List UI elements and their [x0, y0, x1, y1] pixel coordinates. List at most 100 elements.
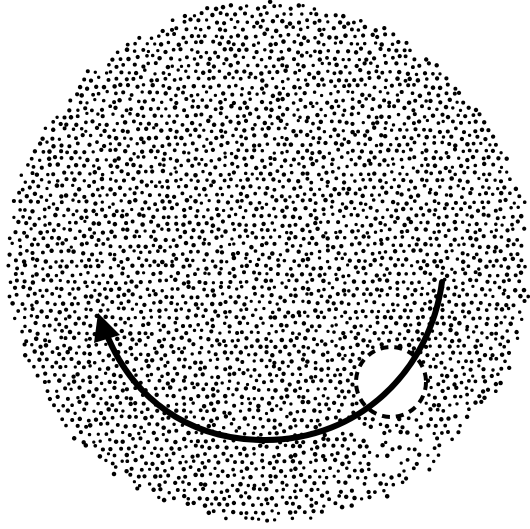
stipple-dot [170, 28, 174, 32]
stipple-dot [268, 56, 272, 60]
stipple-dot [294, 424, 297, 427]
stipple-dot [281, 495, 284, 498]
stipple-dot [245, 4, 248, 7]
stipple-dot [330, 324, 333, 327]
stipple-dot [428, 300, 432, 304]
stipple-dot [514, 273, 518, 277]
stipple-dot [192, 84, 197, 89]
stipple-dot [95, 126, 99, 130]
stipple-dot [177, 347, 180, 350]
stipple-dot [423, 302, 427, 306]
stipple-dot [222, 339, 226, 343]
stipple-dot [113, 222, 118, 227]
stipple-dot [167, 86, 171, 90]
stipple-dot [356, 270, 360, 274]
stipple-dot [203, 482, 208, 487]
stipple-dot [485, 251, 489, 255]
stipple-dot [367, 235, 371, 239]
stipple-dot [159, 329, 162, 332]
stipple-dot [452, 292, 456, 296]
stipple-dot [144, 170, 148, 174]
stipple-dot [317, 150, 322, 155]
stipple-dot [190, 440, 193, 443]
stipple-dot [134, 373, 138, 377]
stipple-dot [269, 101, 273, 105]
stipple-dot [292, 57, 296, 61]
stipple-dot [190, 178, 193, 181]
stipple-dot [56, 242, 60, 246]
stipple-dot [217, 199, 221, 203]
stipple-dot [357, 155, 361, 159]
stipple-dot [503, 359, 507, 363]
stipple-dot [88, 364, 91, 367]
stipple-dot [96, 299, 100, 303]
stipple-dot [263, 48, 266, 51]
stipple-dot [213, 309, 217, 313]
stipple-dot [278, 235, 281, 238]
stipple-dot [186, 315, 190, 319]
stipple-dot [149, 78, 153, 82]
stipple-dot [239, 350, 243, 354]
stipple-dot [337, 251, 341, 255]
stipple-dot [126, 172, 130, 176]
stipple-dot [256, 7, 260, 11]
stipple-dot [82, 407, 86, 411]
stipple-dot [184, 41, 188, 45]
stipple-dot [250, 330, 254, 334]
stipple-dot [317, 141, 321, 145]
stipple-dot [250, 461, 254, 465]
stipple-dot [166, 186, 170, 190]
stipple-dot [160, 144, 164, 148]
stipple-dot [163, 50, 167, 54]
stipple-dot [170, 295, 174, 299]
stipple-dot [59, 249, 63, 253]
stipple-dot [339, 244, 343, 248]
stipple-dot [184, 70, 187, 73]
stipple-dot [336, 220, 340, 224]
stipple-dot [15, 293, 19, 297]
stipple-dot [317, 387, 320, 390]
stipple-dot [318, 250, 322, 254]
stipple-dot [457, 360, 460, 363]
stipple-dot [314, 397, 318, 401]
stipple-dot [428, 365, 432, 369]
stipple-dot [84, 209, 88, 213]
stipple-dot [215, 366, 219, 370]
stipple-dot [261, 253, 265, 257]
stipple-dot [344, 454, 349, 459]
stipple-dot [249, 201, 253, 205]
stipple-dot [114, 92, 118, 96]
stipple-dot [156, 454, 160, 458]
stipple-dot [240, 264, 244, 268]
stipple-dot [219, 267, 222, 270]
stipple-dot [218, 100, 223, 105]
stipple-dot [472, 330, 475, 333]
stipple-dot [354, 50, 358, 54]
stipple-dot [322, 504, 325, 507]
stipple-dot [461, 281, 465, 285]
stipple-dot [305, 280, 308, 283]
stipple-dot [419, 438, 422, 441]
stipple-dot [352, 279, 357, 284]
stipple-dot [114, 136, 119, 141]
stipple-dot [30, 209, 34, 213]
stipple-dot [403, 308, 407, 312]
stipple-dot [187, 64, 190, 67]
stipple-dot [314, 501, 318, 505]
stipple-dot [244, 119, 248, 123]
stipple-dot [114, 148, 118, 152]
stipple-dot [230, 351, 234, 355]
stipple-dot [434, 365, 438, 369]
stipple-dot [208, 85, 212, 89]
stipple-dot [511, 215, 515, 219]
stipple-dot [397, 143, 401, 147]
stipple-dot [173, 78, 177, 82]
stipple-dot [237, 121, 241, 125]
stipple-dot [188, 206, 192, 210]
stipple-dot [252, 416, 255, 419]
stipple-dot [205, 18, 208, 21]
stipple-dot [480, 128, 484, 132]
stipple-dot [228, 495, 231, 498]
stipple-dot [20, 173, 23, 176]
stipple-dot [192, 99, 195, 102]
